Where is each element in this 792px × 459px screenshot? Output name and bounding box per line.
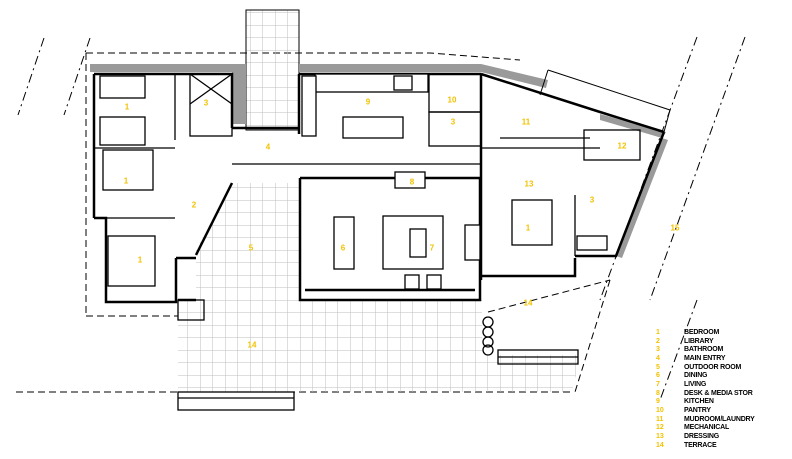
room-label: 4 xyxy=(265,142,271,152)
legend-item: 14Terrace xyxy=(656,441,717,449)
legend-item: 13Dressing xyxy=(656,433,719,441)
room-label: 1 xyxy=(124,102,130,112)
terrace-steps xyxy=(177,299,579,411)
room-label: 14 xyxy=(523,298,533,308)
room-label: 12 xyxy=(617,141,627,151)
room-label: 3 xyxy=(450,117,456,127)
room-label: 1 xyxy=(123,176,129,186)
room-label: 1 xyxy=(525,223,531,233)
legend-item: 4Main Entry xyxy=(656,354,726,362)
exterior-walls xyxy=(92,72,666,304)
legend-item: 2Library xyxy=(656,337,714,345)
legend-item: 10Pantry xyxy=(656,407,711,415)
legend-item: 1Bedroom xyxy=(656,328,720,336)
room-label: 13 xyxy=(524,179,534,189)
legend-item: 9Kitchen xyxy=(656,398,714,406)
room-label: 3 xyxy=(589,195,595,205)
room-label: 5 xyxy=(248,243,254,253)
room-label: 15 xyxy=(670,223,680,233)
legend-item: 6Dining xyxy=(656,372,708,380)
room-label: 3 xyxy=(203,98,209,108)
legend-item: 11Mudroom/Laundry xyxy=(656,415,755,423)
terrace-floor xyxy=(178,300,580,392)
roof-outline xyxy=(16,52,611,393)
room-label: 11 xyxy=(521,117,531,127)
room-label: 14 xyxy=(247,340,257,350)
outdoor-room-floor xyxy=(196,183,300,300)
room-label: 7 xyxy=(429,243,435,253)
beds xyxy=(99,75,553,287)
interior-walls xyxy=(94,73,641,256)
legend-item: 12Mechanical xyxy=(656,424,730,432)
room-label: 10 xyxy=(447,95,457,105)
room-label: 6 xyxy=(340,243,346,253)
wall-hatch xyxy=(90,64,668,258)
room-label: 8 xyxy=(409,177,415,187)
legend-item: 3Bathroom xyxy=(656,346,724,354)
entry-walkway xyxy=(245,9,300,131)
legend-item: 8Desk & Media Stor xyxy=(656,389,753,397)
room-label: 2 xyxy=(191,200,197,210)
room-legend: 1Bedroom 2Library 3Bathroom 4Main Entry … xyxy=(656,328,792,450)
mudroom-canopy xyxy=(539,69,671,133)
kitchen-fixtures xyxy=(301,73,429,139)
room-label: 1 xyxy=(137,255,143,265)
legend-item: 5Outdoor Room xyxy=(656,363,742,371)
room-label: 9 xyxy=(365,97,371,107)
living-furniture xyxy=(333,171,608,290)
legend-item: 7Living xyxy=(656,380,707,388)
